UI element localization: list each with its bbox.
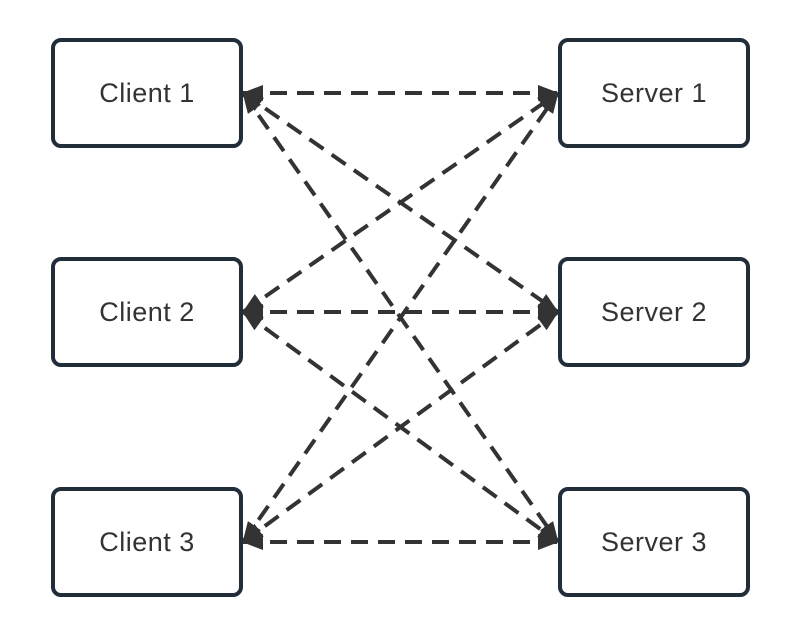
node-client-3-label: Client 3 — [99, 526, 195, 557]
node-client-2: Client 2 — [51, 257, 243, 367]
node-server-3-label: Server 3 — [600, 526, 708, 557]
node-server-2-label: Server 2 — [600, 296, 708, 327]
edge-c3-s2 — [241, 310, 560, 544]
node-server-2: Server 2 — [558, 257, 750, 367]
node-server-1-label: Server 1 — [600, 77, 708, 108]
node-server-3: Server 3 — [558, 487, 750, 597]
node-client-1-label: Client 1 — [99, 77, 195, 108]
node-client-2-label: Client 2 — [99, 296, 195, 327]
node-server-1: Server 1 — [558, 38, 750, 148]
node-client-3: Client 3 — [51, 487, 243, 597]
node-client-1: Client 1 — [51, 38, 243, 148]
